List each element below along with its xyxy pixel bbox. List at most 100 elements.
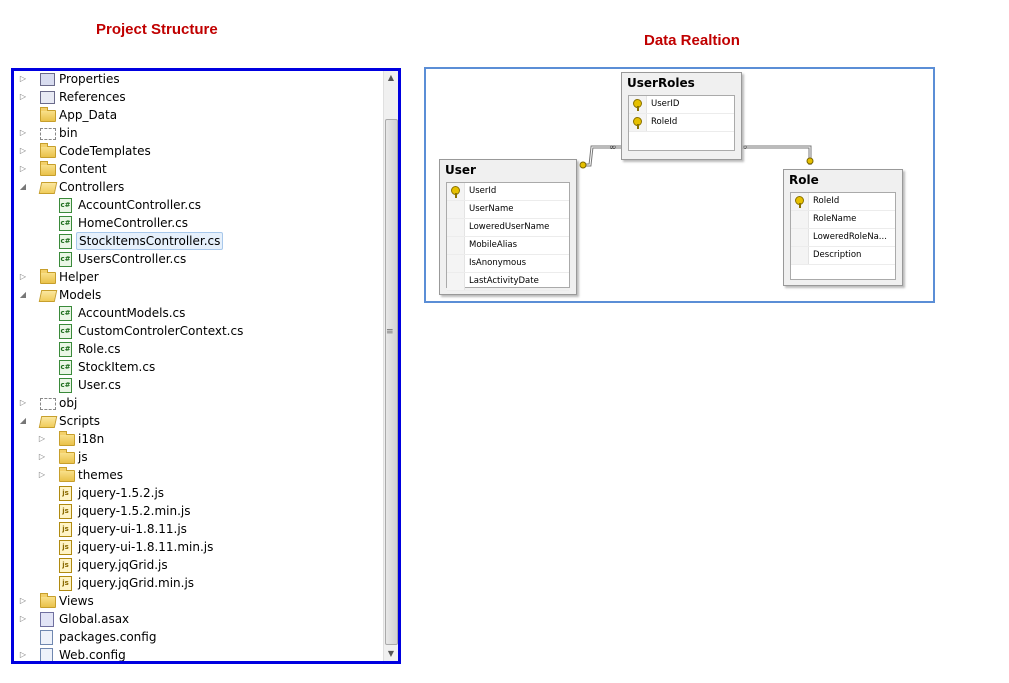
table-column[interactable]: UserId <box>447 183 569 201</box>
relationship-user-userroles[interactable]: ∞ <box>579 143 621 169</box>
table-column[interactable]: RoleId <box>791 193 895 211</box>
collapse-arrow-icon[interactable]: ◢ <box>19 290 27 299</box>
cs-file-icon: c# <box>59 342 72 357</box>
column-selector <box>447 219 465 236</box>
open-folder-icon <box>38 416 58 428</box>
config-file-icon <box>40 630 53 645</box>
column-selector <box>447 183 465 200</box>
column-name: RoleName <box>813 214 857 224</box>
tree-item-label: CustomControlerContext.cs <box>78 324 244 338</box>
expand-arrow-icon[interactable]: ▷ <box>19 164 27 173</box>
tree-item-label: obj <box>59 396 78 410</box>
column-name: RoleId <box>651 117 678 127</box>
expand-arrow-icon[interactable]: ▷ <box>19 74 27 83</box>
column-selector <box>447 273 465 290</box>
column-name: IsAnonymous <box>469 258 527 268</box>
tree-item-label: Role.cs <box>78 342 121 356</box>
column-name: LoweredUserName <box>469 222 550 232</box>
expand-arrow-icon[interactable]: ▷ <box>19 650 27 659</box>
column-name: UserName <box>469 204 514 214</box>
collapse-arrow-icon[interactable]: ◢ <box>19 416 27 425</box>
table-column[interactable]: LastActivityDate <box>447 273 569 291</box>
column-name: RoleId <box>813 196 840 206</box>
vertical-scrollbar[interactable]: ▲ ≡ ▼ <box>383 71 398 661</box>
cs-file-icon: c# <box>59 306 72 321</box>
column-selector <box>447 255 465 272</box>
expand-arrow-icon[interactable]: ▷ <box>19 596 27 605</box>
expand-arrow-icon[interactable]: ▷ <box>19 92 27 101</box>
js-file-icon: js <box>59 504 72 519</box>
table-title: User <box>445 163 476 177</box>
folder-icon <box>40 269 56 284</box>
tree-item-label: Content <box>59 162 107 176</box>
relationship-role-userroles[interactable]: ∞ <box>740 143 814 165</box>
hidden-folder-icon <box>40 398 56 410</box>
expand-arrow-icon[interactable]: ▷ <box>19 128 27 137</box>
table-column[interactable]: RoleName <box>791 211 895 229</box>
tree-item-label: User.cs <box>78 378 121 392</box>
primary-key-icon <box>633 99 642 111</box>
tree-item-label: jquery.jqGrid.js <box>78 558 168 572</box>
table-column[interactable]: LoweredRoleNa... <box>791 229 895 247</box>
cs-file-icon: c# <box>59 216 72 231</box>
scroll-thumb[interactable] <box>385 119 398 645</box>
tree-item-label: StockItemsController.cs <box>76 232 224 250</box>
scroll-up-arrow-icon[interactable]: ▲ <box>387 73 395 82</box>
tree-item-label: Helper <box>59 270 99 284</box>
js-file-icon: js <box>59 522 72 537</box>
js-file-icon: js <box>59 558 72 573</box>
open-folder-icon <box>38 182 58 194</box>
tree-item-label: CodeTemplates <box>59 144 151 158</box>
folder-icon <box>40 161 56 176</box>
scroll-down-arrow-icon[interactable]: ▼ <box>387 649 395 658</box>
tree-item-label: Global.asax <box>59 612 130 626</box>
cs-file-icon: c# <box>59 198 72 213</box>
config-file-icon <box>40 648 53 661</box>
tree-item-label: Controllers <box>59 180 125 194</box>
tree-item-label: Views <box>59 594 94 608</box>
primary-key-icon <box>795 196 804 208</box>
table-column[interactable]: UserID <box>629 96 734 114</box>
references-icon <box>40 91 55 104</box>
cs-file-icon: c# <box>59 234 72 249</box>
relationship-lines: ∞ ∞ <box>579 143 814 169</box>
column-selector <box>791 211 809 228</box>
expand-arrow-icon[interactable]: ▷ <box>19 146 27 155</box>
expand-arrow-icon[interactable]: ▷ <box>19 614 27 623</box>
column-name: Description <box>813 250 862 260</box>
table-column[interactable]: Description <box>791 247 895 265</box>
table-column[interactable]: IsAnonymous <box>447 255 569 273</box>
tree-item-label: AccountModels.cs <box>78 306 186 320</box>
expand-arrow-icon[interactable]: ▷ <box>38 434 46 443</box>
js-file-icon: js <box>59 576 72 591</box>
column-name: UserId <box>469 186 497 196</box>
primary-key-icon <box>633 117 642 129</box>
tree-item-label: packages.config <box>59 630 157 644</box>
tree-item-label: js <box>78 450 88 464</box>
tree-item-label: jquery-ui-1.8.11.js <box>78 522 187 536</box>
collapse-arrow-icon[interactable]: ◢ <box>19 182 27 191</box>
one-key-icon <box>806 157 814 165</box>
tree-item-label: Web.config <box>59 648 126 662</box>
expand-arrow-icon[interactable]: ▷ <box>38 452 46 461</box>
expand-arrow-icon[interactable]: ▷ <box>19 398 27 407</box>
table-column[interactable]: LoweredUserName <box>447 219 569 237</box>
folder-icon <box>59 467 75 482</box>
js-file-icon: js <box>59 486 72 501</box>
column-selector <box>791 229 809 246</box>
table-column[interactable]: MobileAlias <box>447 237 569 255</box>
expand-arrow-icon[interactable]: ▷ <box>38 470 46 479</box>
expand-arrow-icon[interactable]: ▷ <box>19 272 27 281</box>
column-name: LastActivityDate <box>469 276 539 286</box>
table-column[interactable]: RoleId <box>629 114 734 132</box>
column-selector <box>447 237 465 254</box>
tree-item-label: Properties <box>59 72 120 86</box>
table-column[interactable]: UserName <box>447 201 569 219</box>
column-selector <box>629 96 647 113</box>
column-selector <box>791 247 809 264</box>
